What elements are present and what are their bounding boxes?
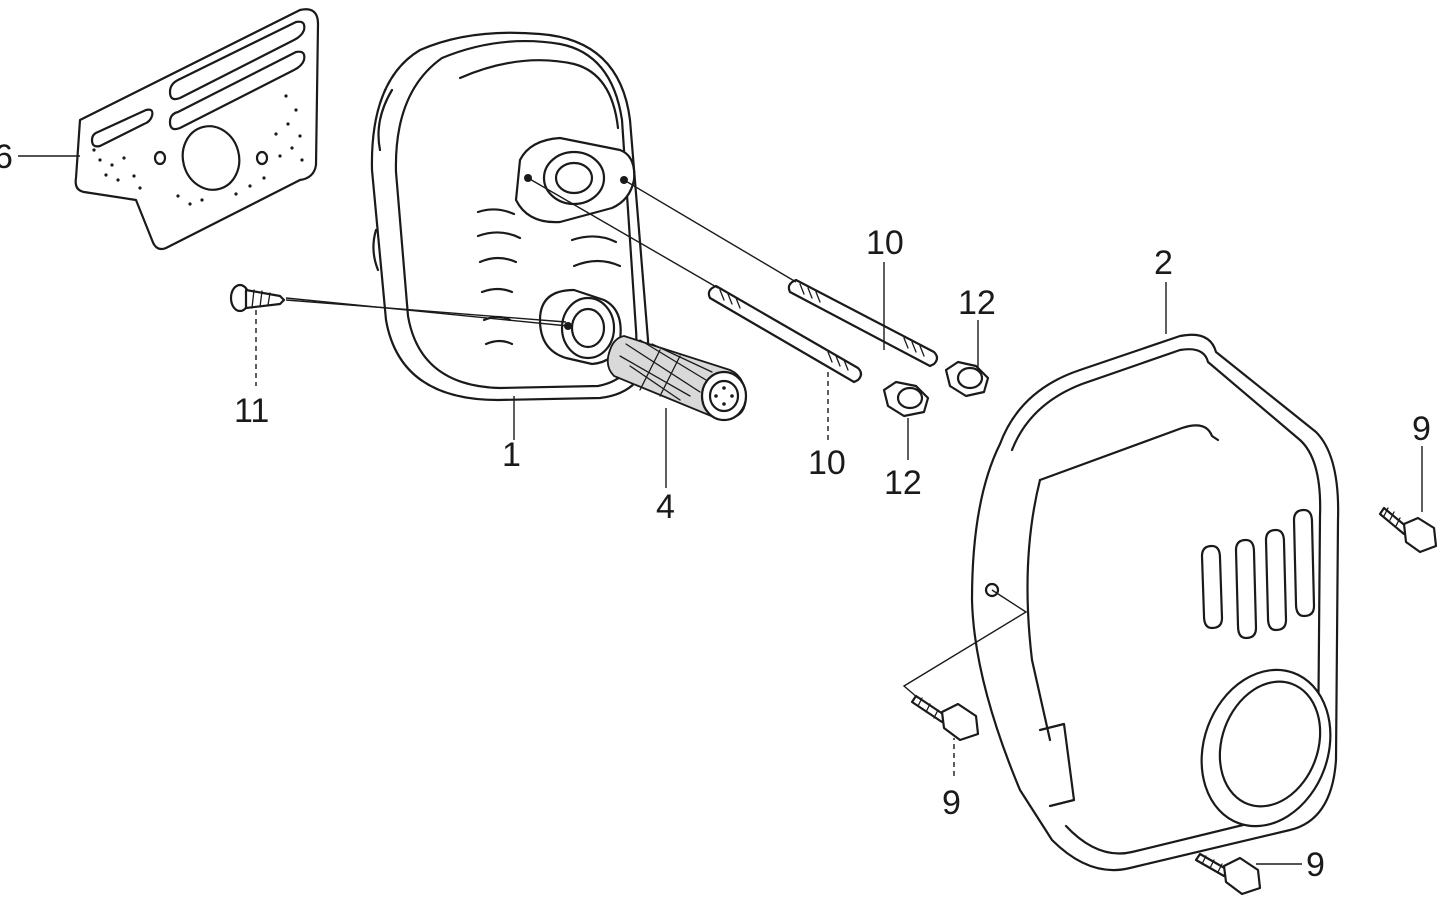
callout-heat-shield: 6 (0, 138, 13, 176)
leader-lines (18, 155, 1423, 865)
callout-flange-bolt-left: 9 (942, 784, 961, 822)
stud-bolt-lower (707, 284, 863, 384)
flange-bolt-bottom (1194, 852, 1262, 896)
callout-stud-bolt-lower: 10 (808, 444, 846, 482)
callout-nut-upper: 12 (958, 284, 996, 322)
callout-muffler-body: 1 (502, 436, 521, 474)
muffler-cover (970, 333, 1340, 872)
spark-arrester-screen (606, 335, 748, 422)
callout-muffler-cover: 2 (1154, 244, 1173, 282)
nut-upper (944, 360, 990, 398)
heat-shield (74, 8, 320, 251)
flange-bolt-right (1378, 506, 1438, 554)
nut-lower (882, 380, 930, 418)
screw-tapping (229, 283, 286, 313)
heat-shield-perforations (92, 94, 304, 206)
callout-nut-lower: 12 (884, 464, 922, 502)
callout-screw-tapping: 11 (234, 392, 269, 430)
callout-labels: 6 1 2 4 10 10 12 12 11 9 9 9 (0, 138, 1431, 884)
stud-bolt-upper (787, 278, 939, 368)
callout-stud-bolt-upper: 10 (866, 224, 904, 262)
callout-flange-bolt-bottom: 9 (1306, 846, 1325, 884)
callout-flange-bolt-right: 9 (1412, 410, 1431, 448)
flange-bolt-left (910, 694, 980, 742)
callout-spark-arrester-screen: 4 (656, 488, 675, 526)
muffler-body (370, 31, 650, 402)
assembly-lines (285, 177, 1028, 699)
